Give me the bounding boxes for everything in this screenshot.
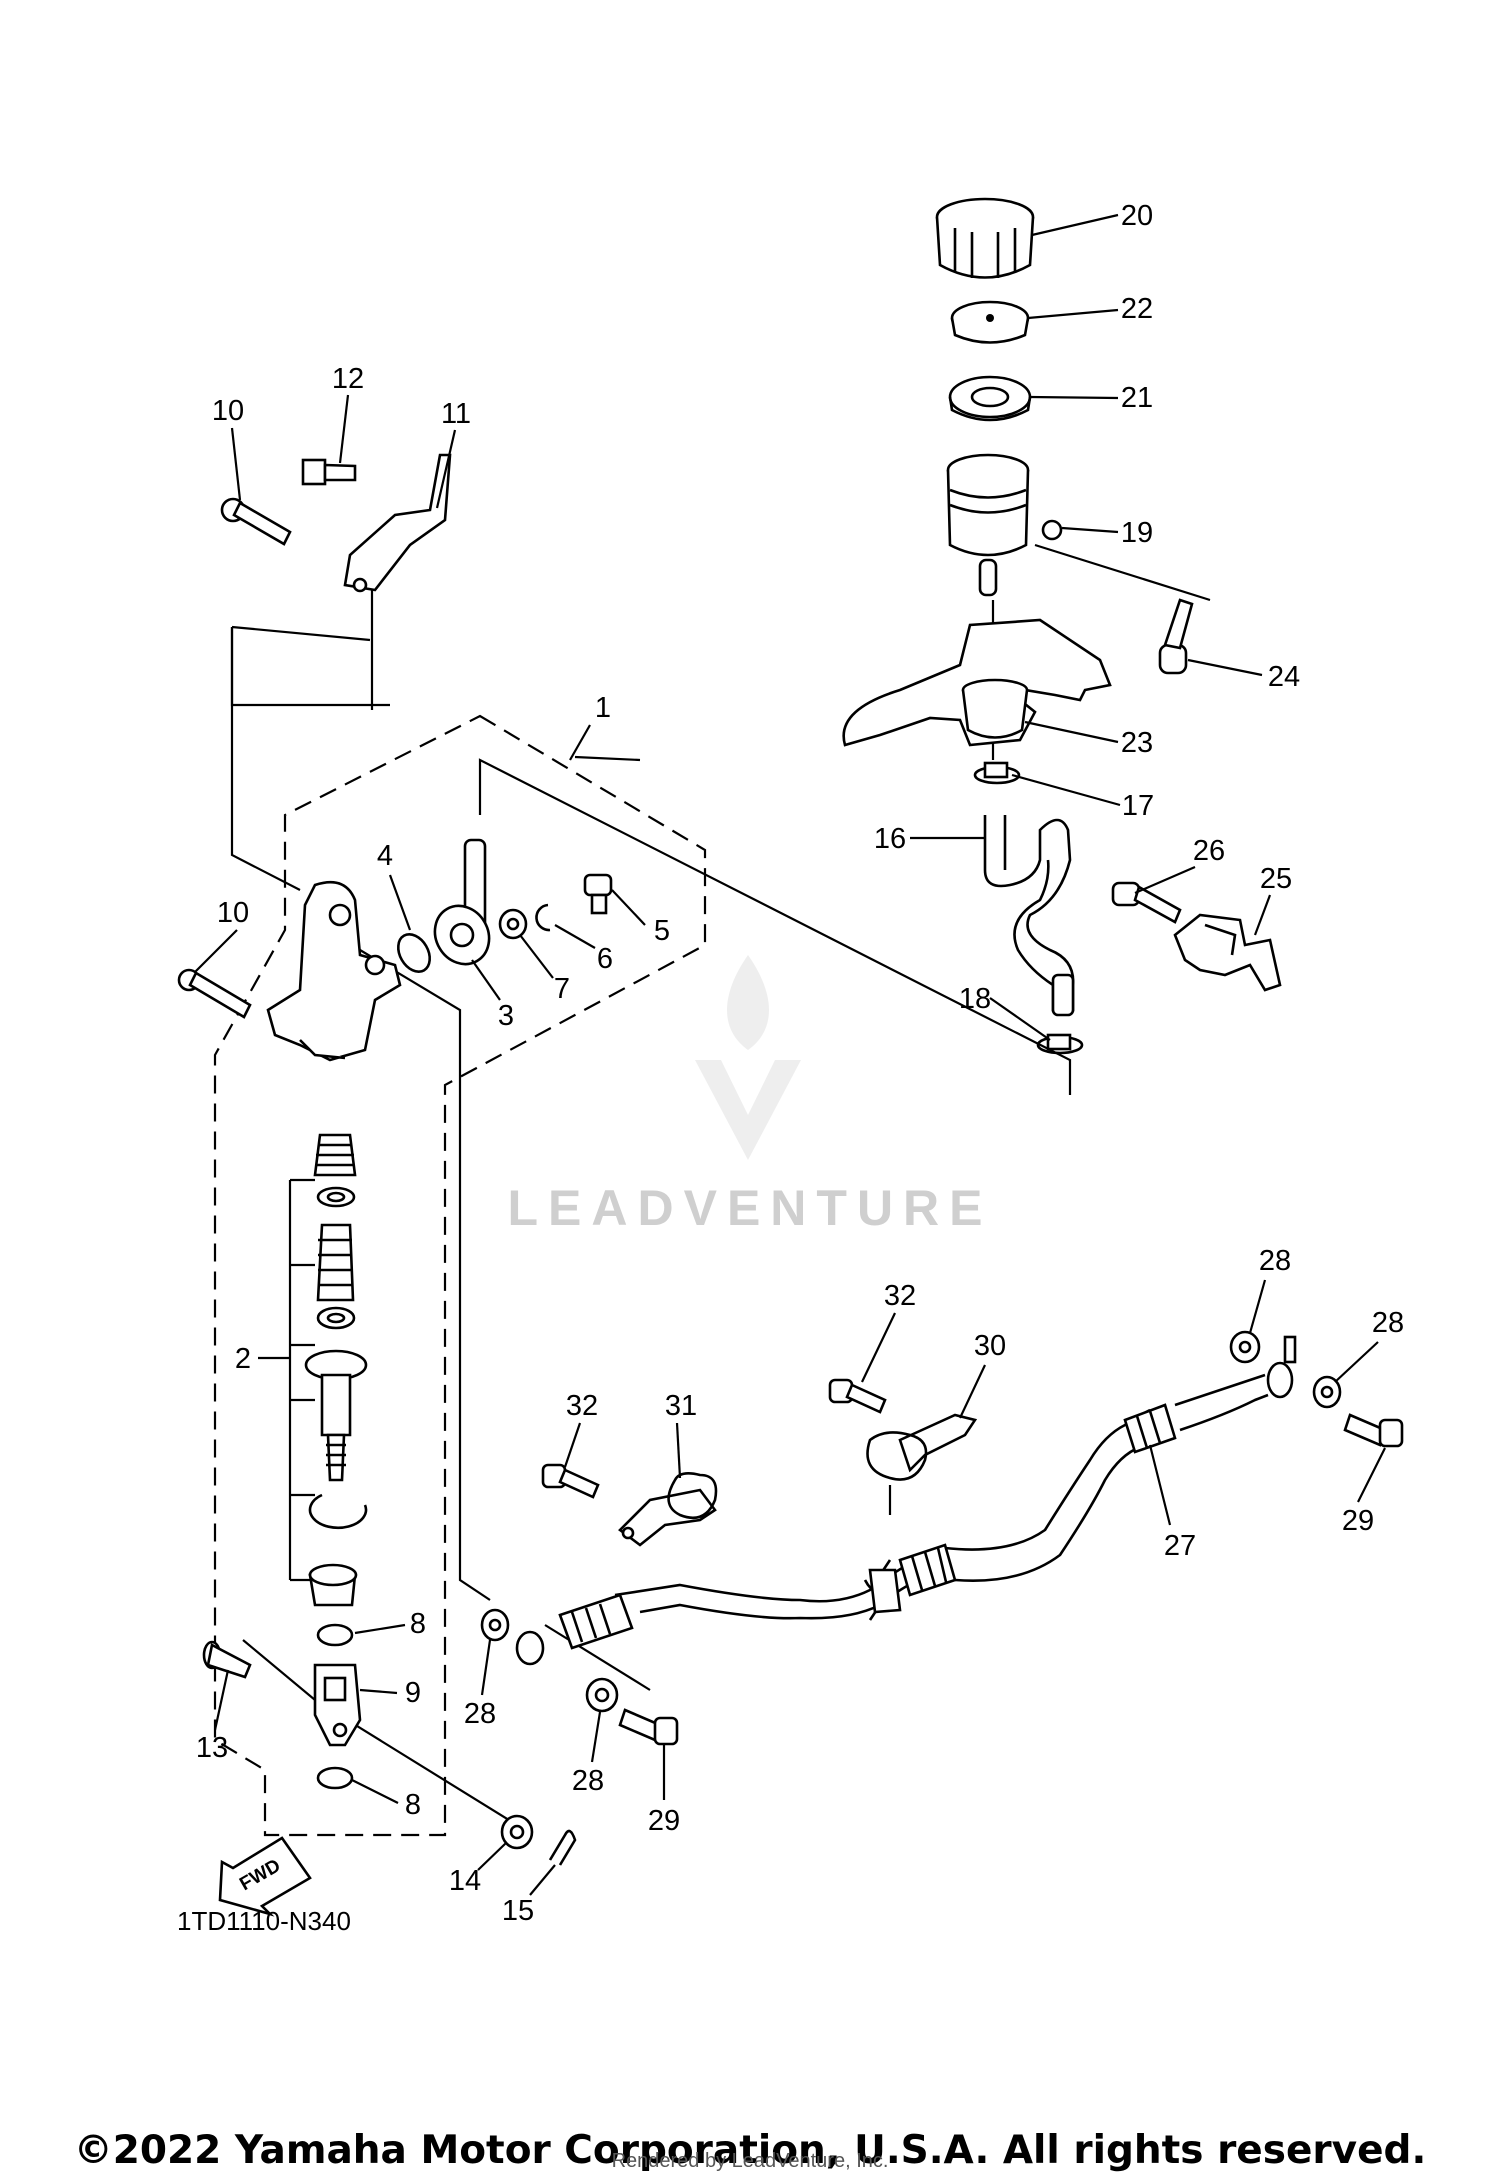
callout-27: 27 xyxy=(1164,1530,1196,1562)
assembly-outline xyxy=(213,714,707,1837)
brake-hose-part-27 xyxy=(515,1335,1297,1666)
copyright-notice: ©2022 Yamaha Motor Corporation, U.S.A. A… xyxy=(73,2128,1427,2173)
callout-3: 3 xyxy=(498,1000,514,1032)
bolt-part-24 xyxy=(1158,598,1194,675)
callout-28-mid: 28 xyxy=(572,1765,604,1797)
callout-10-lower: 10 xyxy=(217,897,249,929)
callout-17: 17 xyxy=(1122,790,1154,822)
bolt-part-26 xyxy=(1111,881,1182,924)
diaphragm-part-21 xyxy=(948,375,1032,422)
union-bolts-part-29 xyxy=(618,1413,1404,1746)
callout-12: 12 xyxy=(332,363,364,395)
master-cylinder-body xyxy=(266,880,402,1062)
washer-part-7 xyxy=(498,908,528,940)
reservoir-part-19 xyxy=(946,453,1063,597)
pin-part-13 xyxy=(202,1640,252,1679)
watermark-text: LEADVENTURE xyxy=(507,1180,992,1236)
callout-25: 25 xyxy=(1260,863,1292,895)
callout-31: 31 xyxy=(665,1390,697,1422)
washers-part-28 xyxy=(480,1330,1342,1713)
callout-24: 24 xyxy=(1268,661,1300,693)
bolts-part-32 xyxy=(541,1378,887,1499)
callout-5: 5 xyxy=(654,915,670,947)
hose-part-16 xyxy=(983,815,1075,1017)
callout-labels: 1 2 3 4 5 6 7 8 8 9 10 10 11 12 13 14 15… xyxy=(196,200,1404,1927)
clamp-part-18 xyxy=(1036,1033,1084,1055)
callout-20: 20 xyxy=(1121,200,1153,232)
callout-32-right: 32 xyxy=(884,1280,916,1312)
callout-15: 15 xyxy=(502,1895,534,1927)
callout-6: 6 xyxy=(597,943,613,975)
hose-clamp-part-30 xyxy=(866,1413,978,1481)
callout-4: 4 xyxy=(377,840,393,872)
clamp-part-17 xyxy=(973,761,1021,785)
callout-22: 22 xyxy=(1121,293,1153,325)
bolt-part-12 xyxy=(301,458,357,486)
nut-part-8-lower xyxy=(316,1766,354,1790)
fwd-arrow-icon: FWD xyxy=(218,1836,312,1917)
callout-21: 21 xyxy=(1121,382,1153,414)
callout-32-left: 32 xyxy=(566,1390,598,1422)
watermark-logo xyxy=(695,955,801,1160)
diaphragm-plate-part-22 xyxy=(950,300,1030,344)
diagram-reference: 1TD1110-N340 xyxy=(177,1906,351,1936)
callout-14: 14 xyxy=(449,1865,481,1897)
callout-10-upper: 10 xyxy=(212,395,244,427)
callout-16: 16 xyxy=(874,823,906,855)
washer-part-14 xyxy=(500,1814,534,1850)
callout-28-top: 28 xyxy=(1259,1245,1291,1277)
callout-23: 23 xyxy=(1121,727,1153,759)
bracket-part-11 xyxy=(343,453,452,593)
rendered-by-notice: Rendered by LeadVenture, Inc. xyxy=(611,2150,889,2172)
callout-9: 9 xyxy=(405,1677,421,1709)
hose-clamp-part-31 xyxy=(618,1472,718,1547)
callout-30: 30 xyxy=(974,1330,1006,1362)
clevis-part-9 xyxy=(313,1663,362,1747)
piston-kit-part-2 xyxy=(304,1133,368,1607)
clip-part-25 xyxy=(1173,913,1282,992)
callout-26: 26 xyxy=(1193,835,1225,867)
callout-28-left: 28 xyxy=(464,1698,496,1730)
fitting-part-3 xyxy=(433,838,491,966)
callout-8-upper: 8 xyxy=(410,1608,426,1640)
callout-8-lower: 8 xyxy=(405,1789,421,1821)
callout-13: 13 xyxy=(196,1732,228,1764)
callout-11: 11 xyxy=(441,398,471,430)
callout-28-right: 28 xyxy=(1372,1307,1404,1339)
bolt-part-10-lower xyxy=(177,968,252,1019)
bolt-part-10-upper xyxy=(220,497,292,546)
callout-18: 18 xyxy=(959,983,991,1015)
clip-part-6 xyxy=(535,903,551,932)
callout-19: 19 xyxy=(1121,517,1153,549)
bracket-part-23 xyxy=(842,618,1112,747)
callout-2: 2 xyxy=(235,1343,251,1375)
o-ring-part-4 xyxy=(396,933,432,973)
callout-7: 7 xyxy=(554,973,570,1005)
callout-29-right: 29 xyxy=(1342,1505,1374,1537)
callout-1: 1 xyxy=(595,692,611,724)
nut-part-8-upper xyxy=(316,1623,354,1647)
screw-part-5 xyxy=(583,873,613,915)
callout-leaders xyxy=(194,213,1386,1896)
cotter-pin-part-15 xyxy=(548,1829,577,1866)
cap-part-20 xyxy=(935,197,1035,279)
callout-29-left: 29 xyxy=(648,1805,680,1837)
